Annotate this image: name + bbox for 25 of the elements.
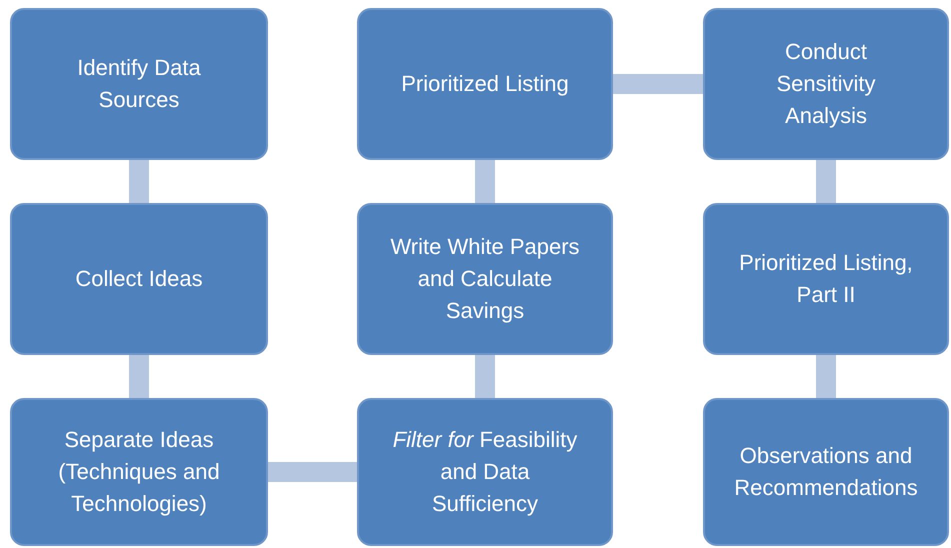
process-box <box>357 398 613 546</box>
connector-bar <box>816 355 836 398</box>
step-label: Observations and Recommendations <box>734 442 918 502</box>
step-label: Filter for Feasibility and Data Sufficiency <box>392 426 578 518</box>
step-label: Collect Ideas <box>75 265 203 293</box>
connector-bar <box>129 355 149 398</box>
process-box <box>703 8 949 160</box>
connector-bar <box>475 160 495 203</box>
step-label: Write White Papers and Calculate Savings <box>389 233 581 325</box>
process-box <box>703 203 949 355</box>
connector-bar <box>475 355 495 398</box>
connector-bar <box>613 74 703 94</box>
process-box <box>10 398 268 546</box>
step-label: Prioritized Listing, Part II <box>738 249 914 309</box>
step-label: Identify Data Sources <box>76 54 202 114</box>
process-box <box>10 8 268 160</box>
process-box <box>10 203 268 355</box>
process-box <box>703 398 949 546</box>
step-label: Prioritized Listing <box>401 70 569 98</box>
step-label: Separate Ideas (Techniques and Technologies) <box>57 426 221 518</box>
connector-bar <box>129 160 149 203</box>
process-box <box>357 203 613 355</box>
process-box <box>357 8 613 160</box>
connector-bar <box>268 462 357 482</box>
step-label: Conduct Sensitivity Analysis <box>775 38 877 130</box>
